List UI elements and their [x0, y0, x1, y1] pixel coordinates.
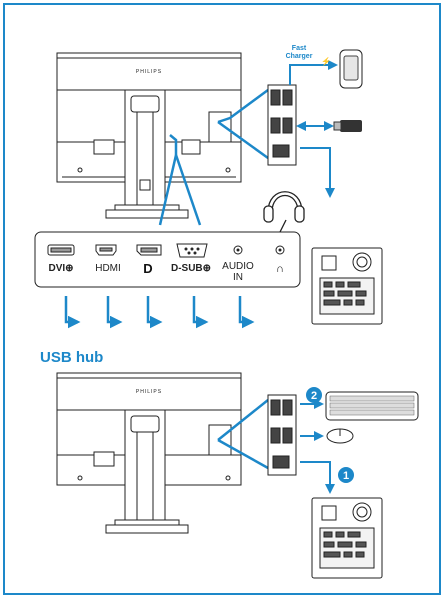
- usb-drive-icon: [333, 120, 362, 132]
- audio-in-line1: AUDIO: [222, 261, 254, 272]
- monitor-stand-base: [105, 209, 189, 219]
- usb-hub-title: USB hub: [40, 349, 104, 366]
- displayport-logo-icon: D: [143, 261, 152, 276]
- dvi-port-icon: [47, 244, 75, 256]
- usb-upstream-arrow: [300, 147, 335, 198]
- usb-port-panel-bottom: [267, 394, 297, 476]
- headphone-logo-icon: ∩: [276, 263, 284, 275]
- lightning-icon: ⚡: [321, 56, 331, 66]
- monitor-rear-top: [56, 52, 242, 219]
- cable-arrows: [64, 296, 255, 329]
- step-badge-2: 2: [306, 387, 322, 403]
- step-badge-1: 1: [338, 467, 354, 483]
- fast-charger-line2: Charger: [285, 53, 313, 60]
- pc-rear-panel-bottom: [311, 497, 383, 579]
- monitor-port-panel: [208, 111, 232, 143]
- headphone-jack-icon: [275, 245, 285, 255]
- input-connector-panel: [34, 231, 301, 288]
- dvi-input-icon: ⊕: [65, 263, 74, 274]
- audio-in-label: AUDIO IN: [218, 261, 258, 283]
- headphones-icon: [263, 191, 305, 233]
- svg-text:2: 2: [311, 390, 317, 402]
- keyboard-icon: [325, 391, 419, 421]
- vga-port-icon: [176, 243, 208, 258]
- hdmi-port-label: HDMI: [95, 263, 121, 274]
- svg-text:1: 1: [343, 470, 349, 482]
- fast-charger-line1: Fast: [291, 45, 307, 52]
- audio-in-jack-icon: [233, 245, 243, 255]
- brand-logo-top: PHILIPS: [136, 69, 162, 75]
- usb-port-panel-top: [267, 84, 297, 166]
- smartphone-icon: [339, 49, 363, 89]
- monitor-rear-bottom: [56, 372, 242, 534]
- dsub-port-label: D-SUB⊕: [170, 263, 212, 274]
- mouse-icon: [326, 428, 354, 444]
- usb-upstream-arrow-bottom: [300, 461, 335, 494]
- fast-charger-label: Fast Charger: [282, 45, 316, 61]
- dvi-port-label: DVI⊕: [48, 263, 74, 274]
- pc-rear-panel-top: [311, 247, 383, 325]
- dsub-input-icon: ⊕: [202, 263, 212, 274]
- brand-logo-bottom: PHILIPS: [136, 389, 162, 395]
- callout-usb-panel: [217, 399, 269, 470]
- displayport-icon: [136, 244, 162, 256]
- audio-in-line2: IN: [233, 272, 243, 283]
- callout-port-panel: [158, 88, 269, 226]
- hdmi-port-icon: [95, 244, 117, 256]
- frame-border: [3, 3, 441, 595]
